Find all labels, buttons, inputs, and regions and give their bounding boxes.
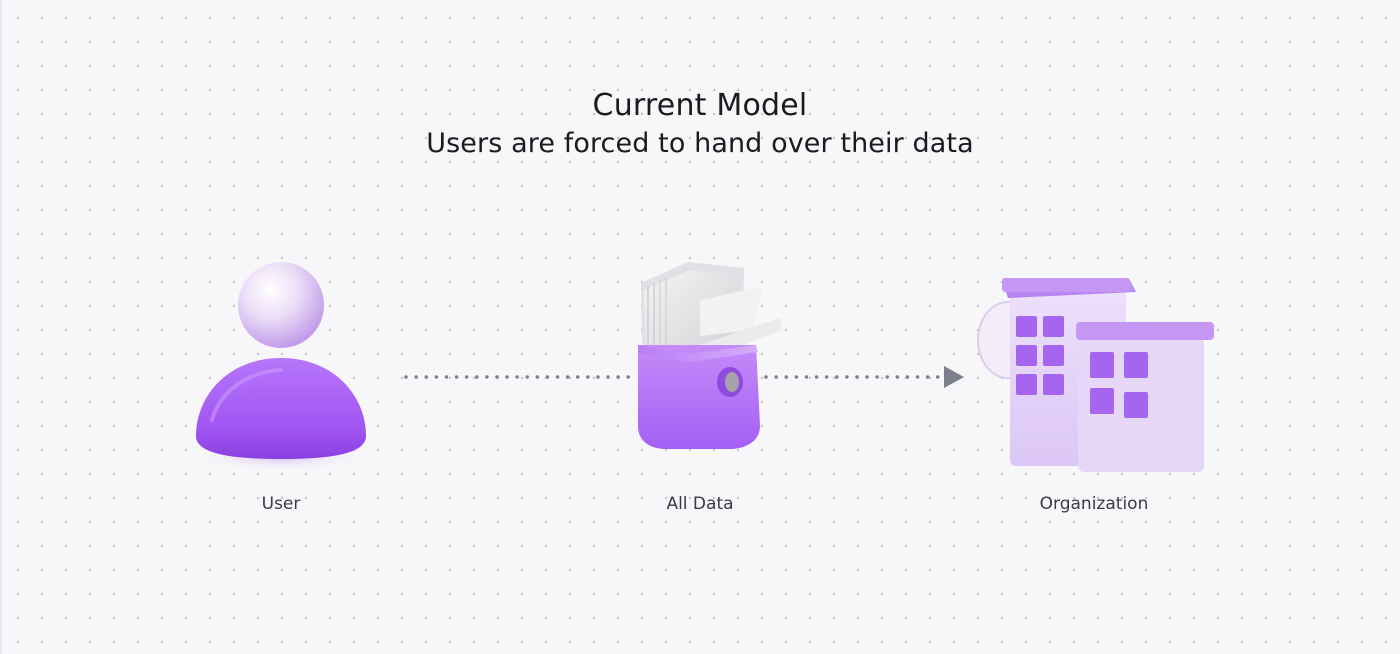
user-icon xyxy=(196,262,366,470)
diagram-subtitle: Users are forced to hand over their data xyxy=(426,128,974,159)
frame-edge xyxy=(0,0,2,654)
node-label-organization: Organization xyxy=(1039,494,1149,514)
document-tray-icon xyxy=(638,262,782,449)
node-label-user: User xyxy=(261,494,301,514)
diagram-header: Current Model Users are forced to hand o… xyxy=(0,86,1400,162)
diagram-title: Current Model xyxy=(592,88,808,123)
connector-data-to-organization xyxy=(764,366,964,388)
arrowhead-icon xyxy=(944,366,964,388)
office-building-icon xyxy=(977,278,1214,472)
node-label-data: All Data xyxy=(666,494,734,514)
